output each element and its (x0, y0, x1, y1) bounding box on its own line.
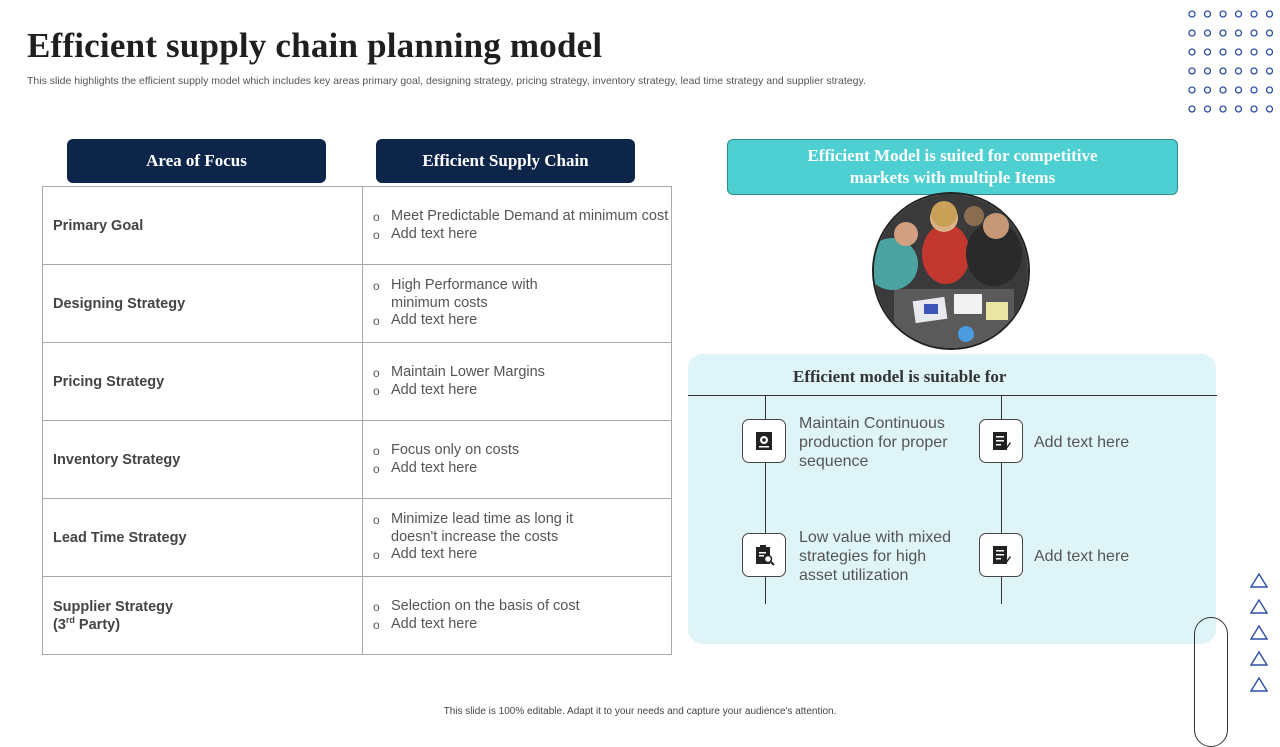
table-row: Primary Goal Meet Predictable Demand at … (42, 186, 672, 265)
bullet-item: Focus only on costs (373, 442, 671, 460)
header-efficient-supply-chain: Efficient Supply Chain (376, 139, 635, 183)
triangle-decoration (1250, 572, 1268, 692)
page-subtitle: This slide highlights the efficient supp… (27, 75, 866, 87)
points-cell: Selection on the basis of cost Add text … (362, 576, 672, 655)
bullet-item: High Performance with minimum costs (373, 277, 551, 312)
header-area-of-focus: Area of Focus (67, 139, 326, 183)
bullet-item: Add text here (373, 616, 671, 634)
clipboard-search-icon (742, 533, 786, 577)
page-title: Efficient supply chain planning model (27, 26, 603, 65)
area-cell: Primary Goal (42, 186, 363, 265)
panel-item-text: Add text here (1034, 548, 1130, 565)
team-photo (872, 192, 1030, 350)
points-cell: Meet Predictable Demand at minimum cost … (362, 186, 672, 265)
points-cell: Maintain Lower Margins Add text here (362, 342, 672, 421)
area-line: (3rd Party) (53, 614, 121, 633)
area-cell: Supplier Strategy (3rd Party) (42, 576, 363, 655)
table-row: Designing Strategy High Performance with… (42, 264, 672, 343)
panel-item-text: Add text here (1034, 434, 1130, 451)
table-row: Pricing Strategy Maintain Lower Margins … (42, 342, 672, 421)
suitability-panel (688, 354, 1216, 644)
document-pen-icon (979, 533, 1023, 577)
panel-title: Efficient model is suitable for (793, 367, 1007, 386)
area-cell: Pricing Strategy (42, 342, 363, 421)
callout-box: Efficient Model is suited for competitiv… (727, 139, 1178, 195)
bullet-item: Add text here (373, 460, 671, 478)
table-row: Inventory Strategy Focus only on costs A… (42, 420, 672, 499)
points-cell: High Performance with minimum costs Add … (362, 264, 672, 343)
table-row: Supplier Strategy (3rd Party) Selection … (42, 576, 672, 655)
points-cell: Focus only on costs Add text here (362, 420, 672, 499)
panel-item-text: Maintain Continuous production for prope… (799, 415, 948, 470)
area-cell: Lead Time Strategy (42, 498, 363, 577)
connector-line (1001, 396, 1002, 604)
bullet-item: Selection on the basis of cost (373, 598, 671, 616)
area-cell: Inventory Strategy (42, 420, 363, 499)
panel-divider (688, 395, 1217, 396)
bullet-item: Minimize lead time as long it doesn't in… (373, 511, 591, 546)
footer-note: This slide is 100% editable. Adapt it to… (443, 706, 837, 717)
area-line: Supplier Strategy (53, 598, 174, 615)
panel-item-text: Low value with mixed strategies for high… (799, 529, 952, 584)
bullet-item: Maintain Lower Margins (373, 364, 671, 382)
arc-decoration (1194, 617, 1228, 747)
bullet-item: Add text here (373, 312, 551, 330)
bullet-item: Add text here (373, 382, 671, 400)
focus-table: Primary Goal Meet Predictable Demand at … (42, 186, 672, 655)
bullet-item: Meet Predictable Demand at minimum cost (373, 208, 671, 226)
dot-grid-decoration (1188, 10, 1274, 113)
connector-line (765, 396, 766, 604)
document-pen-icon (979, 419, 1023, 463)
area-cell: Designing Strategy (42, 264, 363, 343)
points-cell: Minimize lead time as long it doesn't in… (362, 498, 672, 577)
bullet-item: Add text here (373, 226, 671, 244)
table-row: Lead Time Strategy Minimize lead time as… (42, 498, 672, 577)
bullet-item: Add text here (373, 546, 591, 564)
gear-document-icon (742, 419, 786, 463)
